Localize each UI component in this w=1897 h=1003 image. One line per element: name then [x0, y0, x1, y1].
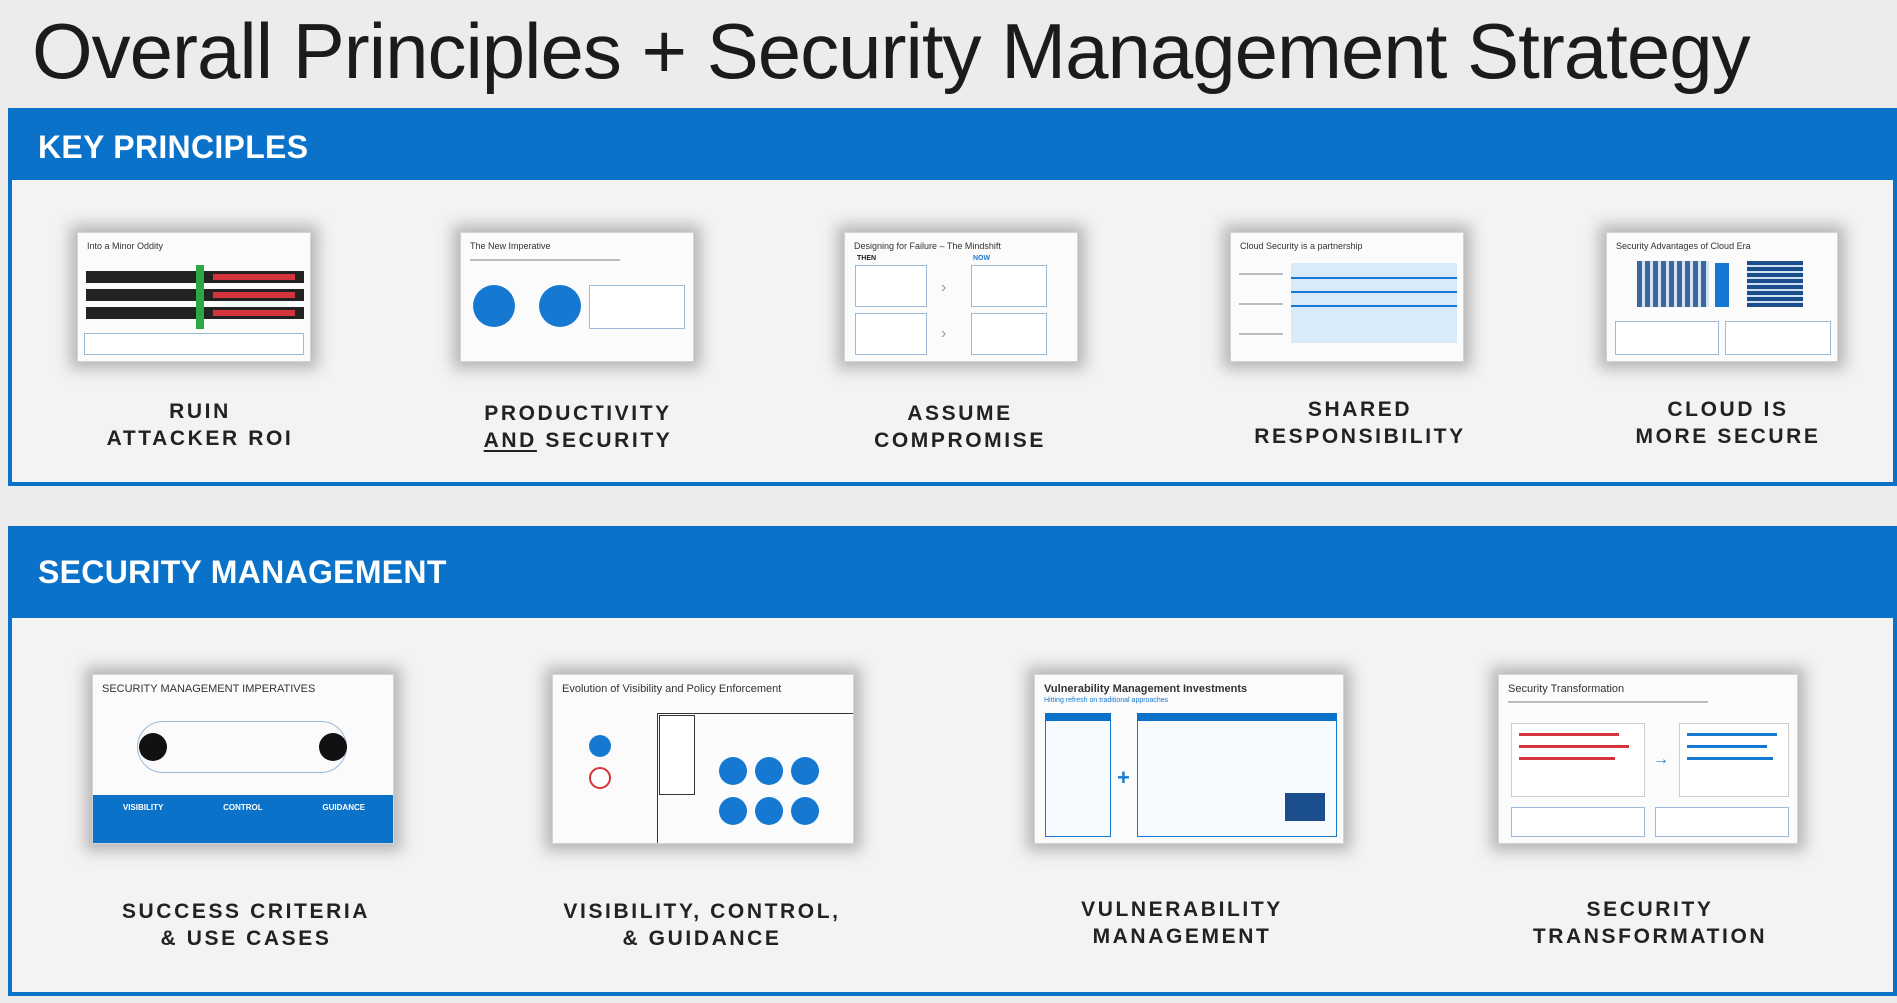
slide-thumbnail[interactable]: Cloud Security is a partnership	[1230, 232, 1464, 362]
security-management-header: SECURITY MANAGEMENT	[12, 530, 1893, 618]
card-productivity-and-security[interactable]: The New Imperative PRODUCTIVITY AND SECU…	[440, 232, 716, 472]
slide-thumbnail[interactable]: Security Advantages of Cloud Era	[1606, 232, 1838, 362]
card-vulnerability-management[interactable]: Vulnerability Management Investments Hit…	[1034, 674, 1354, 974]
card-caption: PRODUCTIVITY AND SECURITY	[483, 402, 673, 452]
card-caption: RUIN ATTACKER ROI	[106, 400, 294, 450]
thumb-title: SECURITY MANAGEMENT IMPERATIVES	[102, 683, 316, 695]
page-title: Overall Principles + Security Management…	[32, 7, 1751, 95]
thumb-title: Evolution of Visibility and Policy Enfor…	[562, 683, 782, 695]
thumb-title: Cloud Security is a partnership	[1240, 241, 1363, 251]
arrow-right-icon: →	[1653, 751, 1669, 768]
card-caption: VISIBILITY, CONTROL, & GUIDANCE	[563, 900, 841, 950]
shield-icon	[473, 285, 515, 327]
thumb-title: The New Imperative	[470, 241, 551, 251]
cloud-icon	[139, 733, 167, 761]
slide-thumbnail[interactable]: The New Imperative	[460, 232, 694, 362]
thumb-title: Security Transformation	[1508, 683, 1625, 695]
slide-thumbnail[interactable]: Vulnerability Management Investments Hit…	[1034, 674, 1344, 844]
building-icon	[319, 733, 347, 761]
thumb-title: Security Advantages of Cloud Era	[1616, 241, 1751, 251]
plus-icon: +	[1117, 765, 1130, 790]
slide-thumbnail[interactable]: Evolution of Visibility and Policy Enfor…	[552, 674, 854, 844]
card-caption: SHARED RESPONSIBILITY	[1254, 398, 1466, 448]
device-icon	[589, 735, 611, 757]
card-security-transformation[interactable]: Security Transformation → SECURITY TRANS…	[1498, 674, 1818, 974]
thumb-title: Designing for Failure – The Mindshift	[854, 241, 1001, 251]
card-cloud-is-more-secure[interactable]: Security Advantages of Cloud Era CLOUD I…	[1590, 232, 1866, 472]
slide-thumbnail[interactable]: SECURITY MANAGEMENT IMPERATIVES VISIBILI…	[92, 674, 394, 844]
chevron-right-icon: ›	[941, 279, 947, 296]
thumb-subtitle: Hitting refresh on traditional approache…	[1044, 697, 1169, 704]
card-caption: VULNERABILITY MANAGEMENT	[1081, 898, 1283, 948]
thumb-title: Into a Minor Oddity	[87, 241, 164, 251]
key-principles-header: KEY PRINCIPLES	[12, 112, 1893, 180]
card-success-criteria[interactable]: SECURITY MANAGEMENT IMPERATIVES VISIBILI…	[92, 674, 412, 974]
slide-thumbnail[interactable]: Into a Minor Oddity	[77, 232, 311, 362]
slide-thumbnail[interactable]: Security Transformation →	[1498, 674, 1798, 844]
thumb-title: Vulnerability Management Investments	[1044, 683, 1248, 695]
card-caption: SUCCESS CRITERIA & USE CASES	[121, 900, 371, 950]
card-ruin-attacker-roi[interactable]: Into a Minor Oddity RUIN ATTACKER ROI	[62, 232, 338, 472]
card-caption: ASSUME COMPROMISE	[874, 402, 1046, 452]
card-shared-responsibility[interactable]: Cloud Security is a partnership SHARED R…	[1222, 232, 1498, 472]
key-principles-section: KEY PRINCIPLES Into a Minor Oddity RUIN …	[8, 108, 1897, 486]
chevron-right-icon: ›	[941, 325, 947, 342]
clock-icon	[539, 285, 581, 327]
card-caption: SECURITY TRANSFORMATION	[1532, 898, 1768, 948]
card-visibility-control-guidance[interactable]: Evolution of Visibility and Policy Enfor…	[552, 674, 872, 974]
attacker-icon	[589, 767, 611, 789]
slide-thumbnail[interactable]: Designing for Failure – The Mindshift TH…	[844, 232, 1078, 362]
security-management-section: SECURITY MANAGEMENT SECURITY MANAGEMENT …	[8, 526, 1897, 996]
card-caption: CLOUD IS MORE SECURE	[1635, 398, 1821, 448]
card-assume-compromise[interactable]: Designing for Failure – The Mindshift TH…	[822, 232, 1098, 472]
